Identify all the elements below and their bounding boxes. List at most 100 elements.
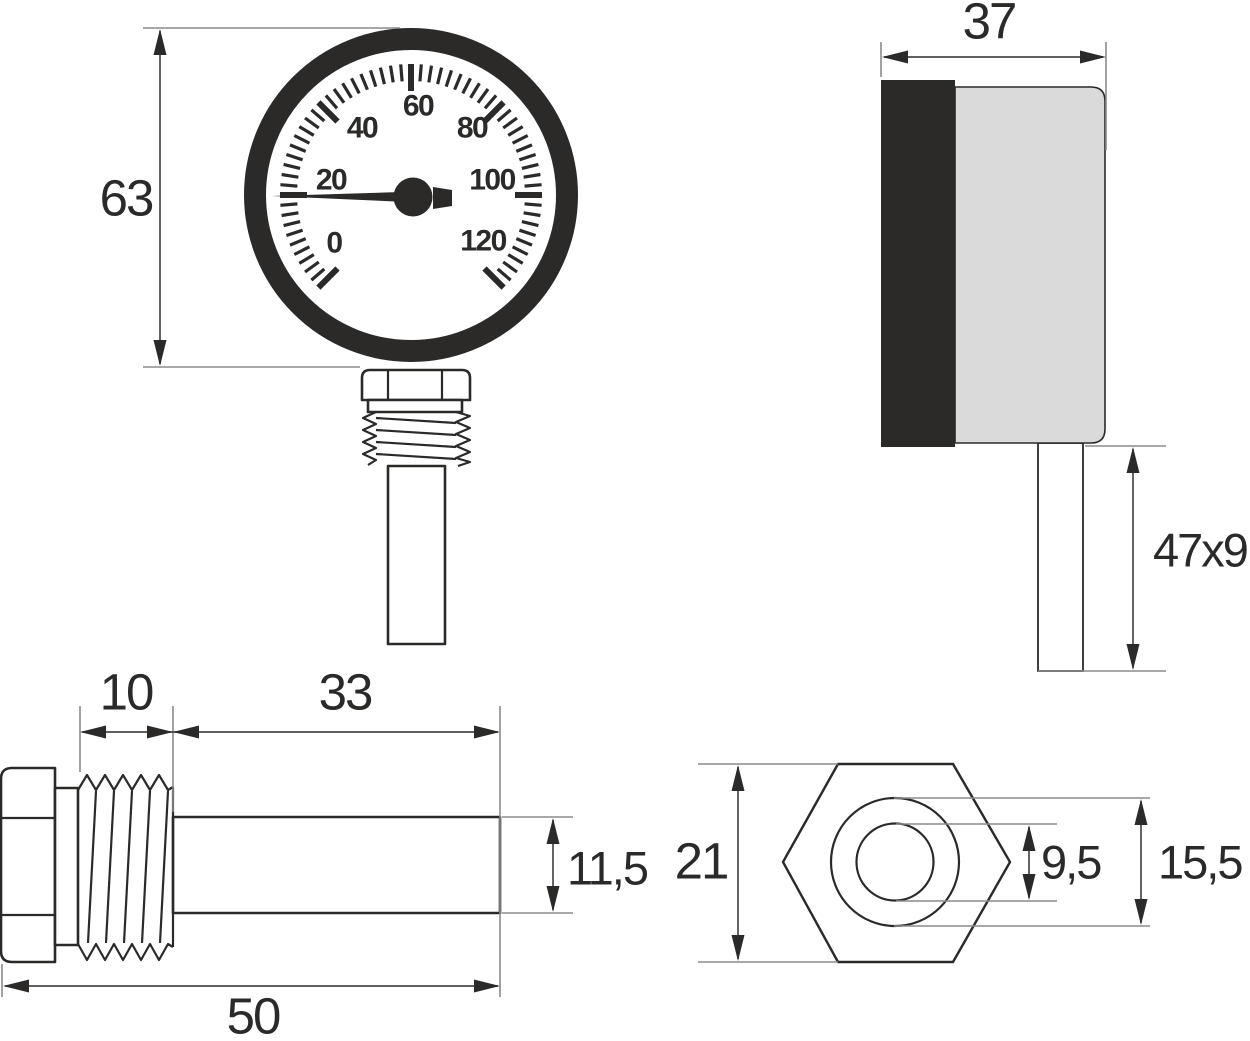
dim-50: 50	[1, 964, 500, 1041]
dial-minor-tick	[436, 67, 444, 85]
hex-end-view: 21 9,5 15,5	[675, 762, 1244, 964]
dial-minor-tick	[324, 94, 339, 110]
hex-nut-outline	[781, 762, 1012, 964]
gauge-stem	[360, 368, 472, 646]
dial-minor-tick	[281, 211, 299, 218]
hex-bore-circle	[855, 822, 935, 902]
dial-minor-tick	[476, 88, 490, 104]
dial-major-tick	[482, 100, 506, 124]
dial-scale-label: 60	[403, 90, 434, 123]
arrow-down-icon	[546, 886, 560, 912]
dial-minor-tick	[399, 64, 404, 82]
arrow-left-icon	[882, 50, 908, 64]
dial-minor-tick	[511, 134, 529, 145]
dial-minor-tick	[523, 211, 541, 218]
dim-11-5-value: 11,5	[567, 842, 648, 895]
arrow-right-icon	[474, 725, 500, 739]
dial-minor-tick	[524, 202, 542, 207]
dial-scale-label: 80	[457, 112, 488, 145]
needle-tail	[433, 187, 452, 209]
dial-minor-tick	[524, 183, 542, 188]
dial-minor-tick	[523, 172, 541, 179]
dial-minor-tick	[453, 73, 463, 91]
arrow-up-icon	[731, 765, 745, 791]
arrow-down-icon	[1126, 644, 1140, 670]
dial-minor-tick	[521, 162, 539, 170]
dial-minor-tick	[507, 253, 524, 265]
dim-37: 37	[880, 0, 1107, 150]
dial-minor-tick	[515, 237, 533, 247]
dial-minor-tick	[298, 253, 315, 265]
arrow-down-icon	[153, 340, 167, 366]
dial-minor-tick	[285, 152, 304, 162]
dial-minor-tick	[418, 64, 423, 82]
dim-9-5: 9,5	[896, 823, 1103, 902]
dim-37-value: 37	[963, 0, 1016, 50]
dial-minor-tick	[388, 65, 395, 83]
arrow-right-icon	[147, 725, 173, 739]
dial-scale-label: 120	[460, 225, 506, 258]
dial-minor-tick	[496, 108, 512, 123]
side-view-stem	[1037, 442, 1084, 672]
gauge-stem-tube	[386, 464, 447, 646]
needle-pointer	[272, 191, 418, 203]
dial-major-tick	[482, 266, 506, 290]
dial-minor-tick	[511, 245, 529, 256]
dim-63-value: 63	[100, 170, 153, 227]
dial-minor-tick	[310, 267, 326, 282]
dial-minor-tick	[359, 73, 369, 91]
dial-scale-label: 40	[347, 112, 378, 145]
dial-scale-label: 0	[326, 227, 342, 260]
dial-minor-tick	[293, 245, 311, 256]
dial-minor-tick	[310, 108, 326, 123]
arrow-up-icon	[1134, 799, 1148, 825]
arrow-up-icon	[546, 818, 560, 844]
side-view-case-body	[954, 86, 1106, 444]
dim-10-33: 10 33	[79, 664, 501, 997]
gauge-stem-collar	[366, 398, 464, 414]
dial-minor-tick	[507, 125, 524, 137]
dial-minor-tick	[483, 94, 498, 110]
dial-minor-tick	[518, 228, 537, 238]
side-view-bezel	[881, 80, 955, 447]
needle	[272, 177, 452, 217]
dial-scale-label: 100	[469, 164, 515, 197]
probe-thread	[77, 773, 175, 962]
dial-ticks	[280, 64, 542, 290]
dial-minor-tick	[368, 69, 378, 88]
arrow-down-icon	[731, 935, 745, 961]
arrow-right-icon	[1080, 50, 1106, 64]
dial-minor-tick	[461, 77, 472, 95]
dim-21-value: 21	[675, 833, 728, 890]
dim-15-5-value: 15,5	[1158, 836, 1242, 889]
arrow-left-icon	[173, 725, 199, 739]
dial-major-tick	[316, 100, 340, 124]
arrow-left-icon	[3, 979, 29, 993]
dial-minor-tick	[280, 183, 298, 188]
arrow-up-icon	[1022, 825, 1036, 851]
arrow-left-icon	[80, 725, 106, 739]
gauge-stem-thread	[361, 410, 472, 468]
dim-21: 21	[675, 763, 838, 963]
dial-minor-tick	[378, 67, 386, 85]
side-view: 37 47x9	[880, 0, 1249, 672]
dial-minor-tick	[444, 69, 454, 88]
arrow-up-icon	[1126, 447, 1140, 473]
dim-15-5: 15,5	[894, 797, 1244, 927]
dim-63: 63	[100, 27, 400, 368]
dial-minor-tick	[289, 237, 307, 247]
dial-minor-tick	[283, 162, 301, 170]
arrow-down-icon	[1022, 874, 1036, 900]
probe-hex-head	[0, 766, 57, 964]
dim-33-value: 33	[319, 664, 372, 721]
dial-minor-tick	[521, 220, 539, 228]
dial-minor-tick	[293, 134, 311, 145]
dial-minor-tick	[427, 65, 434, 83]
arrow-right-icon	[474, 979, 500, 993]
dial-minor-tick	[341, 82, 353, 99]
dial-minor-tick	[502, 116, 518, 130]
